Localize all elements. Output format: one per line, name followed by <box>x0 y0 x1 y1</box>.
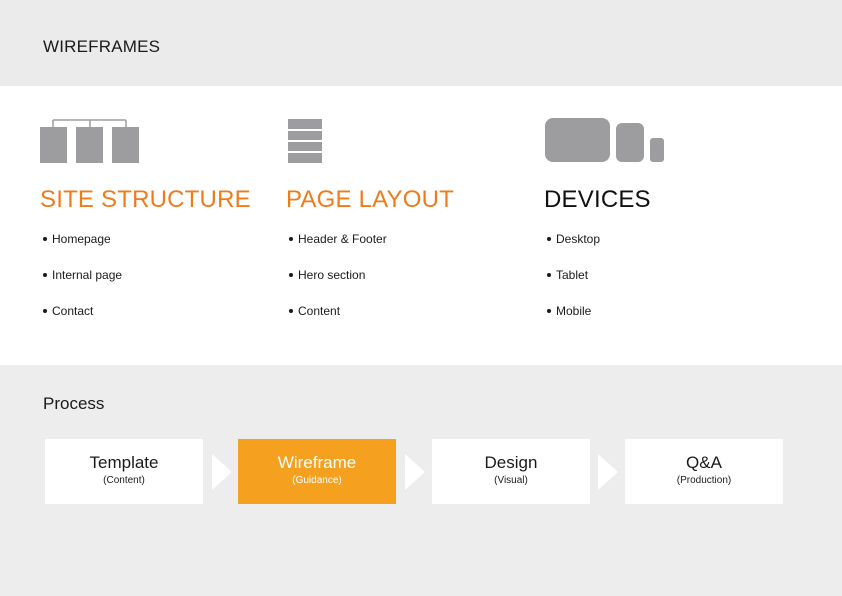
bullet-icon <box>43 272 47 277</box>
list-item: Internal page <box>40 268 122 304</box>
page-title: WIREFRAMES <box>43 37 161 56</box>
bullet-icon <box>289 272 293 277</box>
section-title: DEVICES <box>544 186 651 213</box>
list-item: Header & Footer <box>286 232 387 268</box>
section-title: PAGE LAYOUT <box>286 186 455 213</box>
list-item: Mobile <box>544 304 600 340</box>
process-step-design: Design (Visual) <box>432 439 590 504</box>
section-title: SITE STRUCTURE <box>40 186 251 213</box>
devices-icon <box>545 118 664 162</box>
bullet-icon <box>43 236 47 241</box>
header-band: WIREFRAMES <box>0 0 842 86</box>
process-step-qa: Q&A (Production) <box>625 439 783 504</box>
page-layout-icon <box>288 119 322 163</box>
step-label: Wireframe <box>277 453 357 472</box>
step-sublabel: (Production) <box>676 475 732 486</box>
chevron-right-icon <box>598 454 618 490</box>
bullet-icon <box>547 272 551 277</box>
bullet-icon <box>547 308 551 313</box>
list-item: Hero section <box>286 268 387 304</box>
bullet-list: Header & Footer Hero section Content <box>286 232 387 340</box>
step-label: Q&A <box>686 453 722 472</box>
list-item: Content <box>286 304 387 340</box>
wireframe-categories: SITE STRUCTURE Homepage Internal page Co… <box>0 86 842 365</box>
process-step-template: Template (Content) <box>45 439 203 504</box>
list-item: Contact <box>40 304 122 340</box>
process-step-wireframe: Wireframe (Guidance) <box>238 439 396 504</box>
chevron-right-icon <box>212 454 232 490</box>
step-sublabel: (Visual) <box>494 475 528 486</box>
site-structure-icon <box>40 119 139 163</box>
bullet-icon <box>43 308 47 313</box>
bullet-list: Homepage Internal page Contact <box>40 232 122 340</box>
step-sublabel: (Guidance) <box>292 475 342 486</box>
chevron-right-icon <box>405 454 425 490</box>
list-item: Tablet <box>544 268 600 304</box>
list-item: Homepage <box>40 232 122 268</box>
step-sublabel: (Content) <box>103 475 145 486</box>
list-item: Desktop <box>544 232 600 268</box>
step-label: Design <box>484 453 538 472</box>
bullet-list: Desktop Tablet Mobile <box>544 232 600 340</box>
bullet-icon <box>289 308 293 313</box>
bullet-icon <box>289 236 293 241</box>
step-label: Template <box>89 453 159 472</box>
process-title: Process <box>43 394 105 413</box>
bullet-icon <box>547 236 551 241</box>
